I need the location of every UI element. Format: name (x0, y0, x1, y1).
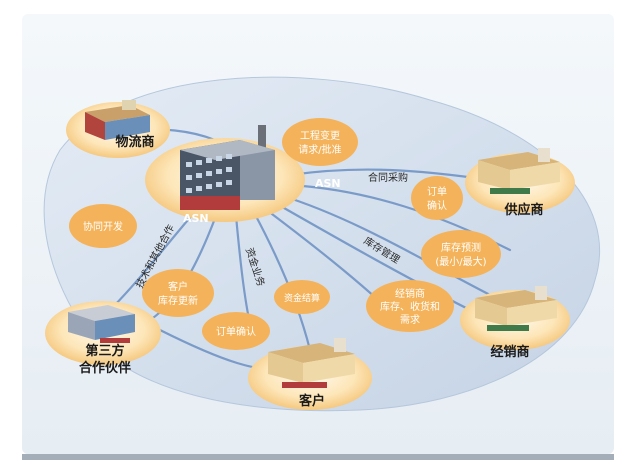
contract-purchase-label: 合同采购 (368, 171, 408, 184)
distributor-inv-bubble (366, 280, 454, 332)
flow-line (288, 168, 492, 182)
inv-forecast-label-1: 库存预测 (441, 241, 481, 254)
distributor-inv-label-3: 需求 (400, 314, 420, 326)
asn-right-label: ASN (315, 177, 341, 190)
order-confirm-label-1: 订单 (427, 186, 447, 198)
distributor-inv-label-2: 库存、收货和 (380, 300, 440, 313)
third-party-label-1: 第三方 (85, 343, 124, 359)
customer-label: 客户 (299, 393, 325, 409)
coop-dev-label: 协同开发 (83, 220, 123, 233)
engineering-bubble (282, 118, 358, 166)
order-confirm-label-2: 确认 (427, 199, 447, 212)
distributor-inv-label-1: 经销商 (395, 287, 425, 300)
order-confirm-bubble (411, 176, 463, 220)
fund-settle-bubble (274, 280, 330, 314)
customer-building-icon (268, 338, 355, 388)
inv-forecast-bubble (421, 230, 501, 278)
flow-line (278, 193, 502, 302)
distributor-label: 经销商 (490, 344, 529, 360)
fund-settle-label: 资金结算 (284, 292, 320, 304)
engineering-label-2: 请求/批准 (298, 143, 341, 156)
frame-bottom-bar (22, 454, 614, 460)
engineering-label-1: 工程变更 (300, 129, 340, 142)
customer-inv-label-1: 客户 (168, 280, 188, 293)
logistics-building-icon (85, 100, 150, 140)
distributor-building-icon (475, 286, 557, 331)
customer-inv-bubble (142, 269, 214, 317)
customer-inv-label-2: 库存更新 (158, 294, 198, 307)
order-confirm2-bubble (202, 312, 270, 350)
asn-left-label: ASN (183, 212, 209, 225)
factory-icon (180, 125, 275, 210)
bubbles (69, 118, 501, 350)
supplier-label: 供应商 (503, 202, 543, 218)
third-party-building-icon (68, 305, 135, 343)
flow-line (268, 198, 482, 317)
order-confirm2-label: 订单确认 (216, 325, 256, 338)
third-party-label-2: 合作伙伴 (79, 360, 131, 376)
coop-dev-bubble (69, 204, 137, 248)
supplier-building-icon (478, 148, 560, 194)
inv-forecast-label-2: (最小/最大) (435, 255, 486, 268)
logistics-label: 物流商 (115, 134, 154, 150)
